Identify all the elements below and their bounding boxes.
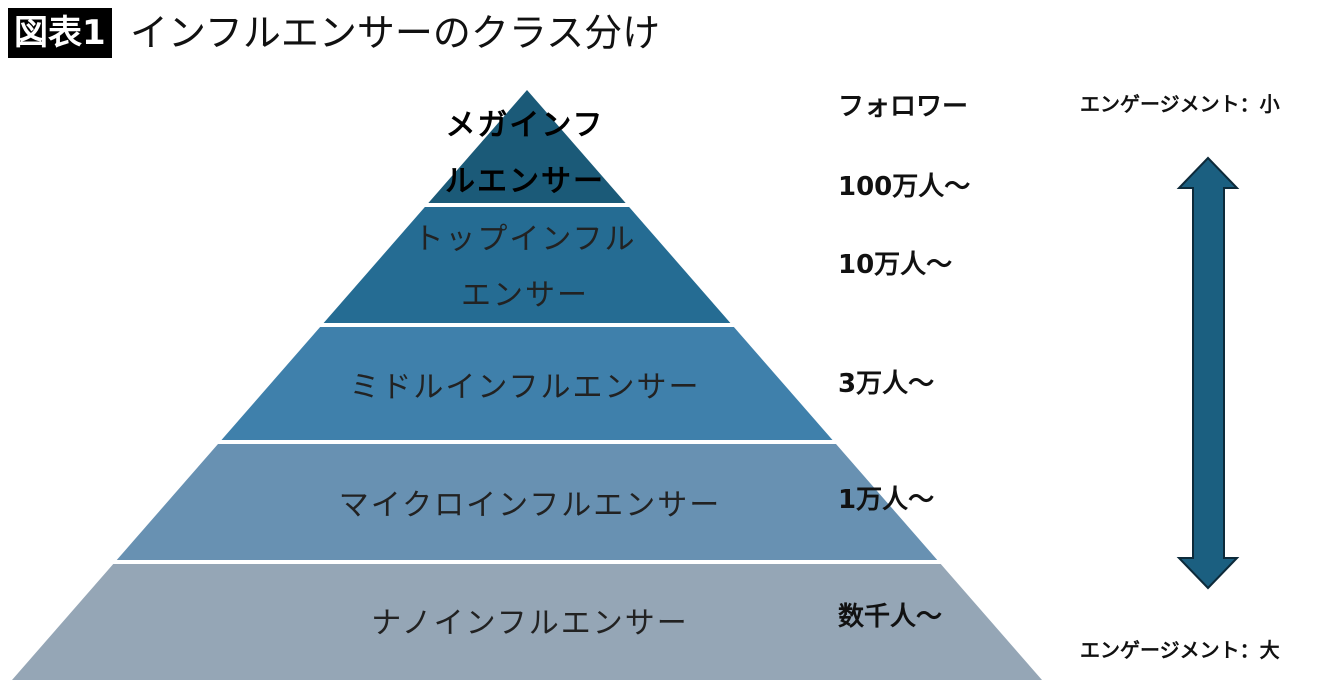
tier-middle [221, 327, 833, 440]
tier-label-nano: ナノインフルエンサー [371, 606, 689, 641]
double-arrow-icon [1176, 156, 1240, 590]
page-title: インフルエンサーのクラス分け [130, 11, 661, 55]
tier-label-mega: メガインフ ルエンサー [380, 98, 670, 210]
tier-label-line: トップインフル [413, 222, 637, 257]
followers-top: 10万人～ [838, 250, 953, 280]
engagement-low-label: エンゲージメント：小 [1080, 92, 1280, 116]
figure-badge: 図表1 [8, 8, 112, 58]
followers-nano: 数千人～ [838, 602, 943, 632]
followers-header: フォロワー [838, 92, 969, 122]
tier-label-middle: ミドルインフルエンサー [349, 370, 701, 405]
tier-nano [12, 564, 1042, 680]
tier-label-line: メガインフ [445, 108, 605, 143]
followers-micro: 1万人～ [838, 485, 935, 515]
followers-mega: 100万人～ [838, 172, 971, 202]
tier-micro [116, 444, 938, 560]
followers-middle: 3万人～ [838, 369, 935, 399]
tier-label-micro: マイクロインフルエンサー [338, 488, 722, 523]
tier-mega [428, 90, 626, 203]
engagement-high-label: エンゲージメント：大 [1080, 638, 1280, 662]
tier-label-line: ルエンサー [445, 164, 605, 199]
tier-top [323, 207, 731, 323]
tier-label-line: エンサー [461, 278, 589, 313]
tier-label-top: トップインフル エンサー [380, 212, 670, 324]
